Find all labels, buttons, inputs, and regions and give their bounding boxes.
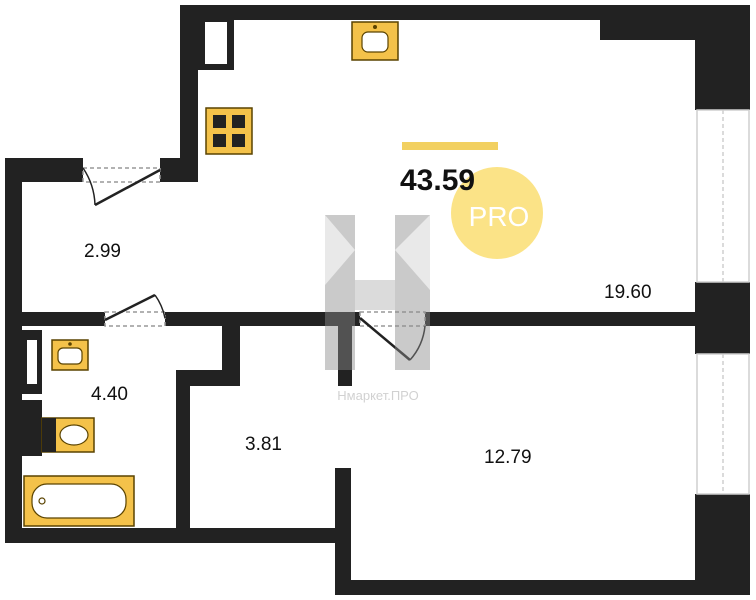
wall-bath-right bbox=[222, 326, 240, 376]
bathroom-door bbox=[104, 293, 166, 327]
wall-left bbox=[5, 158, 22, 543]
toilet-icon bbox=[41, 417, 95, 453]
room-door bbox=[359, 311, 426, 361]
watermark: Нмаркет.ПРО bbox=[325, 215, 430, 403]
wall-top bbox=[180, 5, 695, 20]
room-area-corridor: 3.81 bbox=[245, 434, 282, 455]
wall-bath-lower bbox=[176, 370, 190, 540]
total-area: 43.59 bbox=[400, 164, 475, 197]
wall-right-upper bbox=[695, 5, 750, 110]
wall-bath-inner-2 bbox=[22, 400, 42, 456]
wall-middle-right bbox=[425, 312, 750, 326]
room-area-hall: 2.99 bbox=[84, 241, 121, 262]
wall-niche-hole bbox=[205, 22, 227, 64]
bathtub-icon bbox=[23, 475, 135, 527]
wall-bath-step bbox=[176, 370, 240, 386]
wall-right-lower bbox=[695, 494, 750, 590]
wall-bottom-right bbox=[335, 580, 750, 595]
wall-middle-center bbox=[165, 312, 360, 326]
fixtures bbox=[23, 21, 399, 527]
wall-bath-inner-hole bbox=[27, 340, 37, 384]
stove-icon bbox=[205, 107, 253, 155]
pro-badge-text: PRO bbox=[469, 201, 530, 232]
room-area-bathroom: 4.40 bbox=[91, 384, 128, 405]
entry-door bbox=[82, 167, 161, 207]
accent-bar bbox=[402, 142, 498, 150]
wall-middle-left bbox=[5, 312, 105, 326]
watermark-logo-icon bbox=[325, 215, 430, 370]
doors bbox=[82, 167, 426, 361]
windows bbox=[696, 109, 750, 495]
walls bbox=[5, 5, 750, 595]
room-area-room: 12.79 bbox=[484, 447, 532, 468]
wall-upper-left bbox=[180, 5, 198, 182]
wall-corridor-stub bbox=[338, 326, 352, 386]
watermark-text: Нмаркет.ПРО bbox=[337, 388, 418, 403]
room-area-living: 19.60 bbox=[604, 282, 652, 303]
washbasin-icon bbox=[51, 339, 89, 371]
wall-hall-top-left bbox=[5, 158, 83, 182]
pro-badge bbox=[451, 167, 543, 259]
kitchen-sink-icon bbox=[351, 21, 399, 61]
